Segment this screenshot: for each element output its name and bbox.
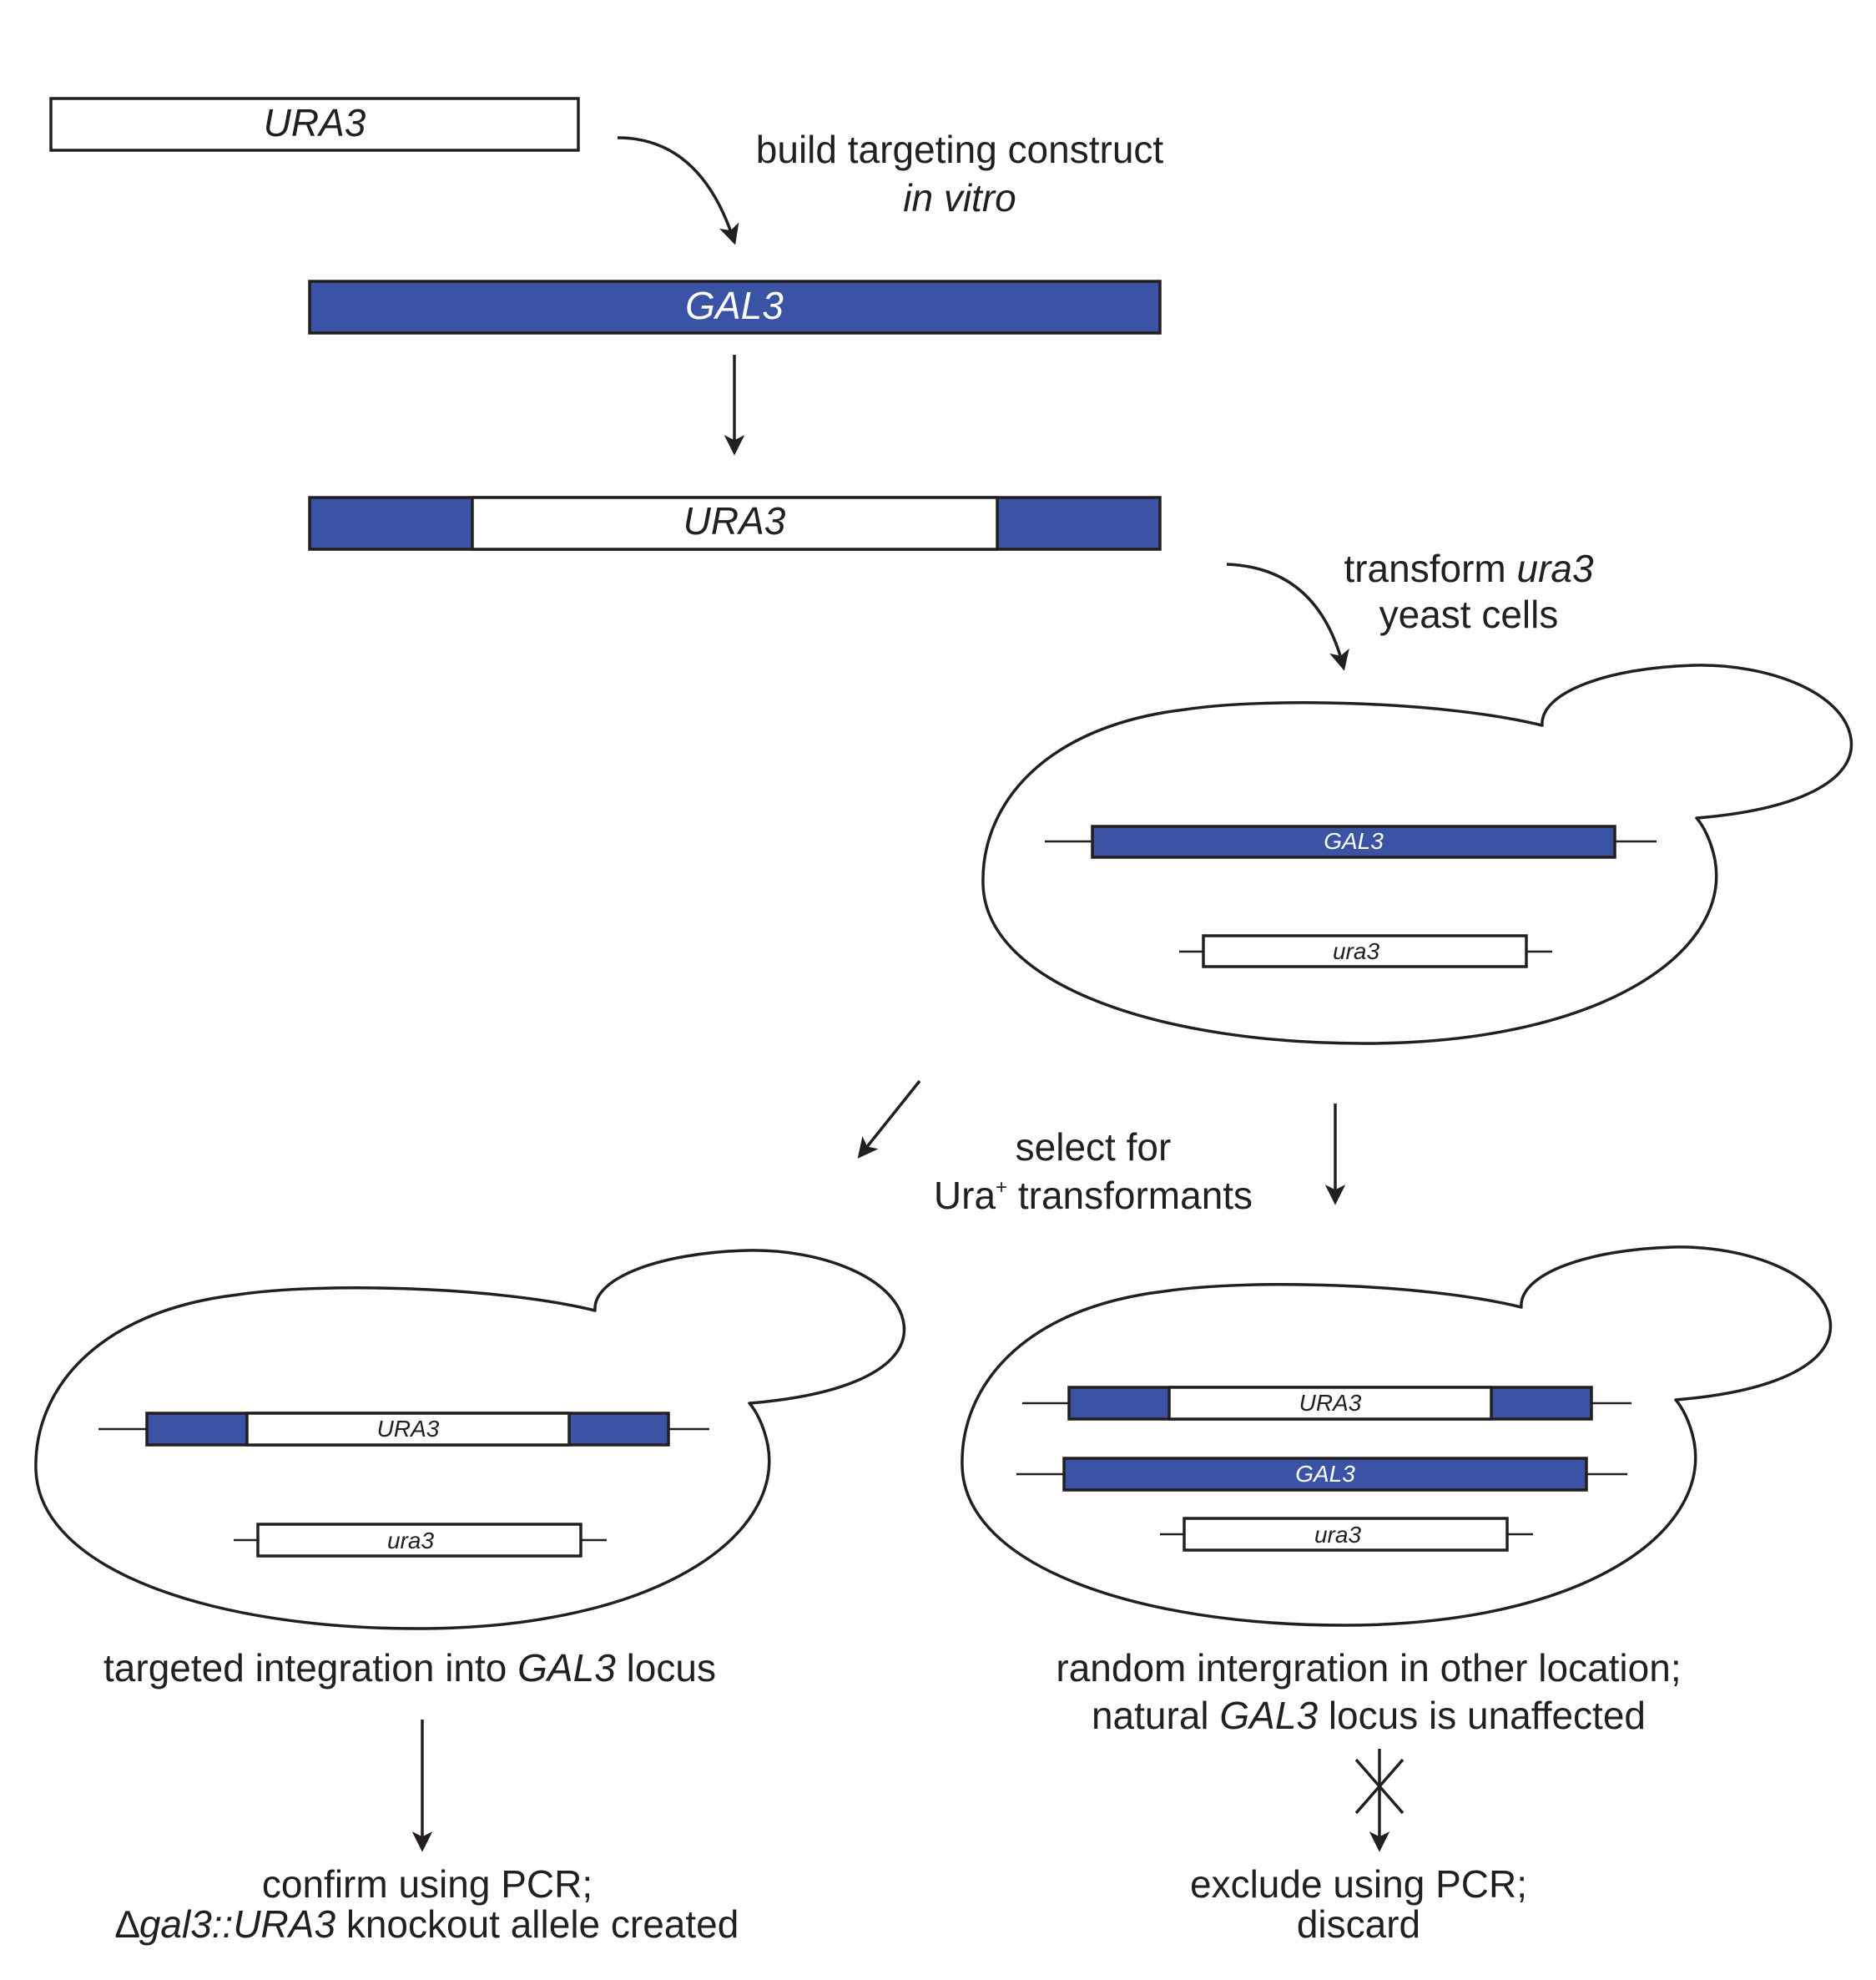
gal3-label: GAL3 bbox=[685, 284, 784, 327]
random-gal3-label: GAL3 bbox=[1295, 1461, 1355, 1487]
step-transformants-label: Ura+ transformants bbox=[934, 1174, 1253, 1217]
step-build-construct-label: build targeting construct bbox=[756, 128, 1164, 171]
exclude-result-line1: exclude using PCR; bbox=[1190, 1862, 1527, 1906]
arrow-transform bbox=[1226, 563, 1349, 671]
cell-gal3-label: GAL3 bbox=[1324, 828, 1384, 854]
targeted-ura3-label: URA3 bbox=[377, 1416, 440, 1442]
step-in-vitro-label: in vitro bbox=[903, 176, 1016, 220]
cell-ura3-gene bbox=[1202, 934, 1528, 968]
random-ura3-lower-label: ura3 bbox=[1314, 1522, 1361, 1548]
targeted-ura3-gene bbox=[256, 1523, 582, 1558]
yeast-cell-targeted: URA3 ura3 bbox=[34, 1249, 906, 1630]
confirm-result-line2: ∆gal3::URA3 knockout allele created bbox=[116, 1902, 739, 1946]
targeting-construct: URA3 bbox=[308, 496, 1162, 551]
arrow-select-left bbox=[857, 1079, 921, 1159]
ura3-source-label: URA3 bbox=[264, 101, 366, 144]
confirm-result-line1: confirm using PCR; bbox=[262, 1862, 593, 1906]
cell-ura3-label: ura3 bbox=[1333, 938, 1379, 964]
yeast-cell-outline bbox=[34, 1249, 906, 1630]
blocked-cross-icon bbox=[1354, 1758, 1404, 1815]
step-transform-label: transform ura3 bbox=[1344, 547, 1594, 590]
yeast-cell-random: URA3 GAL3 ura3 bbox=[961, 1245, 1833, 1627]
exclude-result-line2: discard bbox=[1297, 1902, 1420, 1946]
cell-gal3-gene bbox=[1091, 825, 1616, 859]
random-ura3-label: URA3 bbox=[1299, 1390, 1362, 1416]
step-select-label: select for bbox=[1016, 1125, 1172, 1169]
random-ura3-gene bbox=[1183, 1517, 1509, 1552]
ura3-source-gene: URA3 bbox=[49, 97, 580, 152]
gal3-gene: GAL3 bbox=[308, 280, 1162, 335]
targeted-ura3-lower-label: ura3 bbox=[387, 1528, 434, 1553]
arrow-build-construct bbox=[617, 136, 739, 245]
construct-ura3-label: URA3 bbox=[683, 499, 786, 543]
yeast-cell-outline bbox=[981, 664, 1853, 1045]
random-gal3-gene bbox=[1062, 1457, 1588, 1492]
step-yeast-cells-label: yeast cells bbox=[1379, 593, 1559, 636]
yeast-cell-initial: GAL3 ura3 bbox=[981, 664, 1853, 1045]
random-caption-line2: natural GAL3 locus is unaffected bbox=[1092, 1694, 1646, 1737]
yeast-cell-outline bbox=[961, 1245, 1833, 1627]
random-caption-line1: random intergration in other location; bbox=[1056, 1646, 1681, 1690]
targeted-caption: targeted integration into GAL3 locus bbox=[103, 1646, 716, 1690]
